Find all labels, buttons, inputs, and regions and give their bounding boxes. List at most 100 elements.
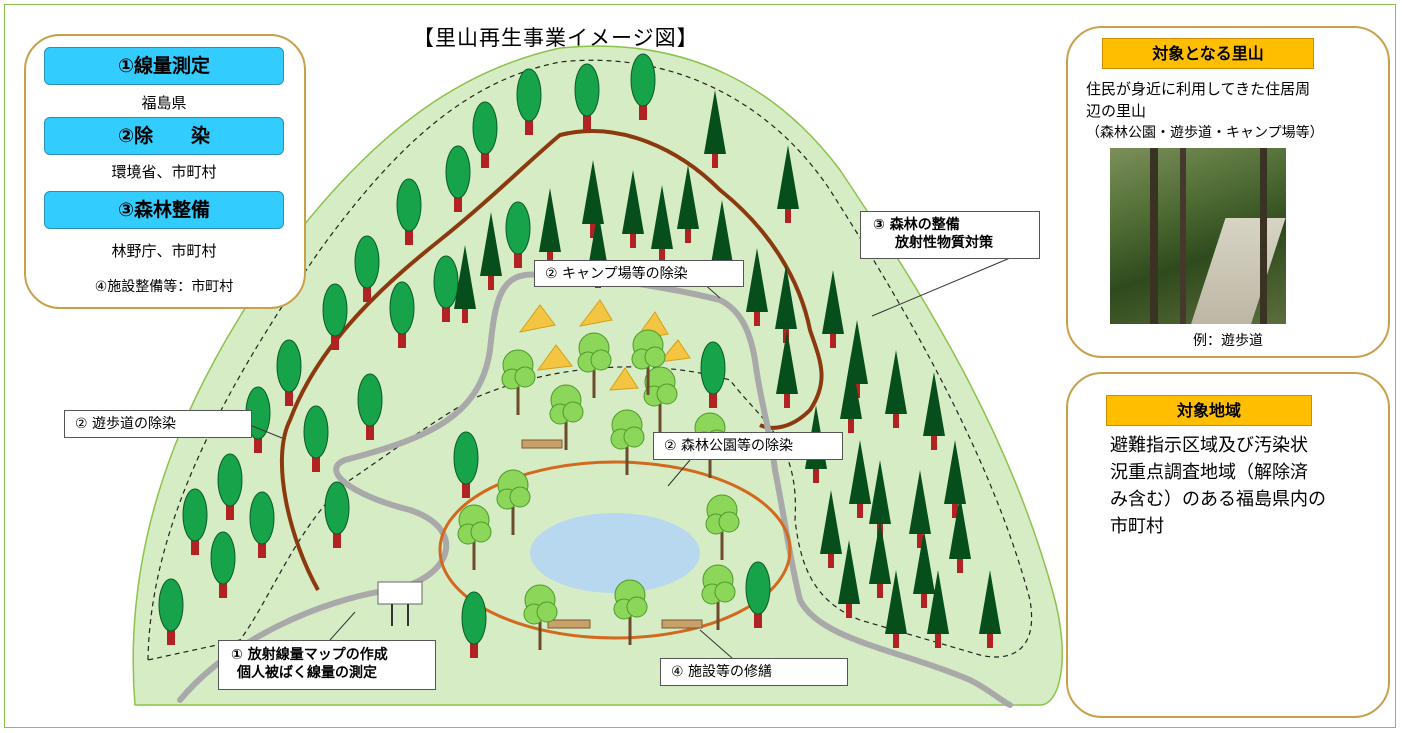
photo-trunk [1150, 148, 1158, 324]
round-tree [389, 281, 415, 348]
round-tree [322, 283, 348, 350]
conifer-tree [651, 185, 673, 263]
role-org-3: 林野庁、市町村 [111, 242, 217, 260]
conifer-tree [885, 570, 907, 648]
conifer-tree [838, 540, 860, 618]
target-satoyama-desc-2: 辺の里山 [1086, 102, 1147, 120]
target-area-line-2: 況重点調査地域（解除済 [1110, 462, 1308, 483]
pond [530, 513, 700, 593]
park-tree [496, 469, 531, 535]
round-tree [396, 178, 422, 245]
conifer-tree [454, 245, 476, 323]
trail-photo [1110, 148, 1286, 324]
conifer-tree [909, 470, 931, 548]
callout-facility-repair: ④ 施設等の修繕 [660, 658, 848, 686]
target-area-line-4: 市町村 [1110, 516, 1164, 537]
role-header-3: ③森林整備 [44, 191, 284, 229]
round-tree [453, 431, 479, 498]
park-trees-group [457, 329, 740, 650]
round-tree [574, 63, 600, 130]
park-tree [577, 332, 612, 398]
conifer-tree [746, 248, 768, 326]
callout-map-line1: ① 放射線量マップの作成 [231, 647, 388, 663]
photo-caption: 例：遊歩道 [1193, 333, 1263, 349]
park-tree [701, 564, 736, 630]
park-tree [549, 384, 584, 450]
round-tree [303, 405, 329, 472]
park-tree [610, 409, 645, 475]
conifer-tree [927, 570, 949, 648]
round-tree [505, 201, 531, 268]
role-org-1: 福島県 [141, 94, 187, 112]
conifer-tree [944, 440, 966, 518]
round-trees-group [158, 53, 771, 658]
callout-camp-decontamination: ② キャンプ場等の除染 [534, 260, 744, 287]
round-tree [158, 578, 184, 645]
conifer-tree [582, 160, 604, 238]
callout-radiation-map: ① 放射線量マップの作成 個人被ばく線量の測定 [218, 640, 436, 690]
park-tree [501, 349, 536, 415]
conifer-tree [822, 270, 844, 348]
callout-map-line2: 個人被ばく線量の測定 [237, 665, 377, 681]
photo-trunk [1180, 148, 1186, 324]
target-area-line-1: 避難指示区域及び汚染状 [1110, 435, 1308, 456]
orange-park-trail [438, 460, 792, 640]
round-tree [276, 339, 302, 406]
conifer-tree [840, 355, 862, 433]
round-tree [217, 453, 243, 520]
round-tree [516, 68, 542, 135]
round-tree [472, 101, 498, 168]
round-tree [700, 341, 726, 408]
target-satoyama-header: 対象となる里山 [1102, 38, 1314, 69]
role-header-2: ②除 染 [44, 117, 284, 155]
conifer-tree [979, 570, 1001, 648]
conifer-tree [777, 145, 799, 223]
round-tree [324, 481, 350, 548]
sign-board [377, 581, 423, 626]
conifer-tree [775, 265, 797, 343]
round-tree [745, 561, 771, 628]
role-org-4: ④施設整備等：市町村 [94, 279, 234, 295]
target-satoyama-desc-3: （森林公園・遊歩道・キャンプ場等） [1086, 125, 1324, 141]
conifer-tree [913, 530, 935, 608]
callout-forest-line1: ③ 森林の整備 [873, 217, 960, 233]
park-tree [643, 366, 678, 432]
conifer-tree [622, 170, 644, 248]
conifer-trees-group [454, 90, 1001, 648]
park-tree [523, 584, 558, 650]
photo-path [1186, 218, 1286, 324]
role-header-1: ①線量測定 [44, 47, 284, 85]
conifer-tree [849, 440, 871, 518]
forest-boundary-dashed [147, 59, 1033, 661]
round-tree [357, 373, 383, 440]
role-org-2: 環境省、市町村 [111, 163, 217, 181]
callout-forest-line2: 放射性物質対策 [895, 235, 993, 251]
round-tree [433, 255, 459, 322]
photo-trunk [1260, 148, 1267, 324]
bench-group [521, 439, 703, 629]
conifer-tree [539, 188, 561, 266]
brown-forest-trail [279, 129, 824, 591]
conifer-tree [949, 495, 971, 573]
round-tree [249, 491, 275, 558]
page-title: 【里山再生事業イメージ図】 [413, 26, 699, 50]
park-tree [631, 329, 666, 395]
round-tree [461, 591, 487, 658]
conifer-tree [869, 520, 891, 598]
round-tree [630, 53, 656, 120]
park-tree [705, 494, 740, 560]
round-tree [210, 531, 236, 598]
conifer-tree [677, 165, 699, 243]
callout-forest-maintenance: ③ 森林の整備 放射性物質対策 [860, 211, 1040, 259]
conifer-tree [776, 330, 798, 408]
conifer-tree [480, 212, 502, 290]
park-tree [457, 504, 492, 570]
target-area-header: 対象地域 [1106, 395, 1312, 426]
park-tree [613, 579, 648, 645]
target-satoyama-desc-1: 住民が身近に利用してきた住居周 [1086, 80, 1311, 98]
callout-trail-decontamination: ② 遊歩道の除染 [64, 410, 252, 438]
round-tree [354, 235, 380, 302]
outer-frame [4, 4, 1396, 728]
target-area-panel [1066, 372, 1390, 718]
conifer-tree [820, 490, 842, 568]
